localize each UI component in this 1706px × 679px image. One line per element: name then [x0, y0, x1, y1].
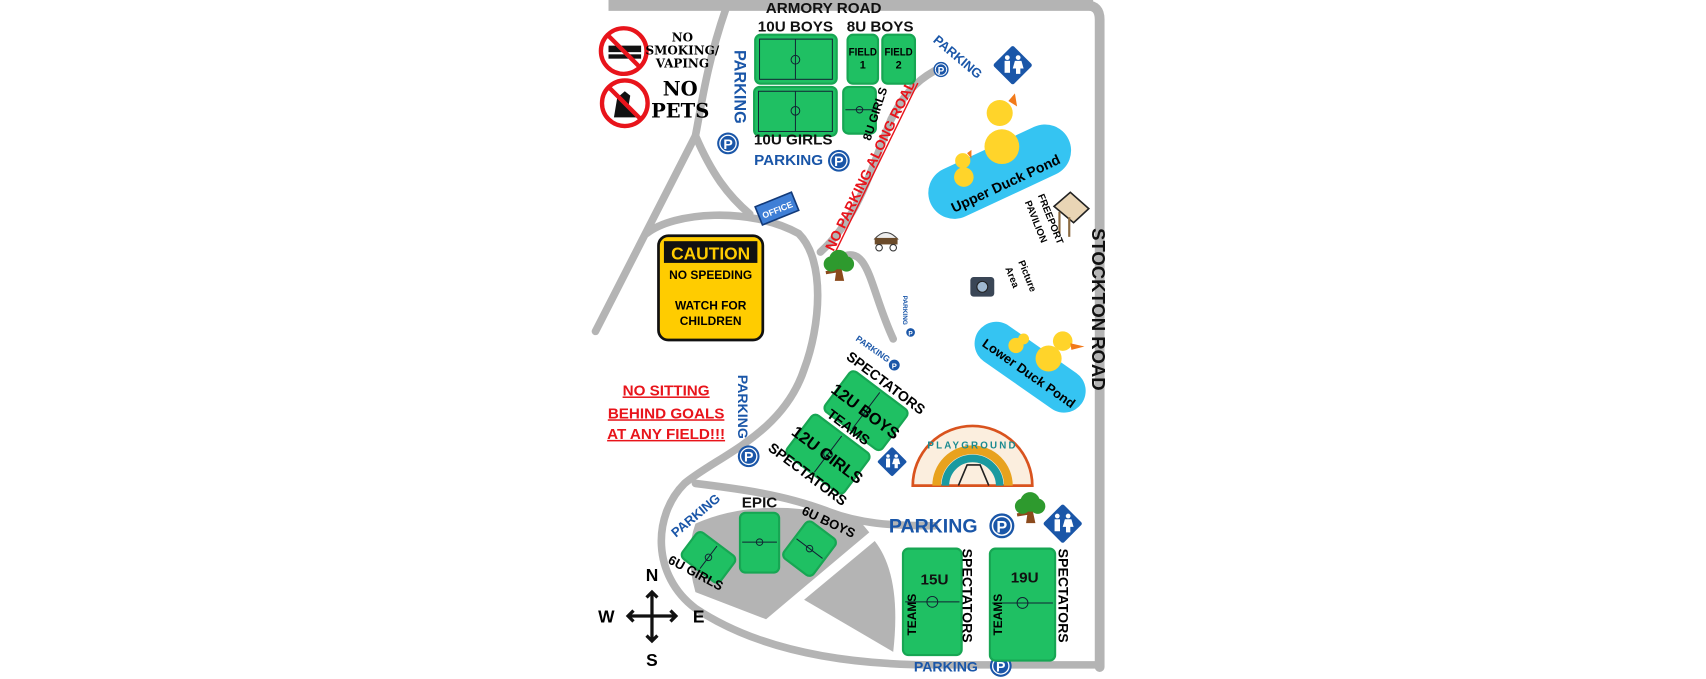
caution-sign: CAUTION NO SPEEDING WATCH FOR CHILDREN: [657, 234, 765, 342]
svg-text:Picture: Picture: [1015, 259, 1038, 294]
svg-text:PARKING: PARKING: [914, 658, 978, 674]
svg-text:TEAMS: TEAMS: [991, 594, 1005, 636]
svg-text:NO: NO: [672, 30, 693, 44]
ball-field-2: [804, 541, 896, 652]
lower-duck-pond: Lower Duck Pond: [974, 321, 1086, 413]
restroom-icon: [992, 45, 1033, 86]
svg-text:PETS: PETS: [651, 99, 709, 122]
parking-1: PARKING P: [716, 50, 749, 155]
picture-area-label: Picture Area: [1002, 259, 1038, 294]
svg-text:P: P: [834, 153, 843, 169]
armory-road-label: ARMORY ROAD: [766, 0, 882, 17]
svg-text:P: P: [744, 449, 753, 465]
parking-6: PARKING P: [735, 375, 761, 468]
svg-text:10U BOYS: 10U BOYS: [758, 19, 833, 36]
svg-text:N: N: [646, 565, 659, 585]
duck-icon: [984, 129, 1020, 165]
svg-text:P: P: [938, 66, 945, 77]
field-8u-boys-1: FIELD 1: [846, 33, 880, 85]
field-6u-boys: [782, 520, 837, 577]
no-smoking-sign: NO SMOKING/ VAPING: [598, 26, 720, 77]
svg-text:2: 2: [896, 59, 902, 71]
spectators-15u: SPECTATORS: [960, 549, 976, 643]
field-15u: 15U TEAMS: [901, 547, 963, 657]
svg-text:PARKING: PARKING: [731, 50, 749, 124]
svg-text:PARKING: PARKING: [889, 515, 978, 537]
field-epic: EPIC: [738, 494, 781, 574]
office-sign-icon: OFFICE: [754, 191, 800, 227]
parking-4: PARKING P: [901, 296, 915, 338]
compass-rose: N S W E: [598, 565, 704, 670]
pavilion-icon: [1052, 191, 1091, 237]
no-sitting-warning: NO SITTING BEHIND GOALS AT ANY FIELD!!!: [607, 382, 725, 442]
svg-text:NO: NO: [663, 78, 698, 101]
tree-icon: [1013, 490, 1047, 524]
parking-8: PARKING P: [889, 512, 1016, 540]
svg-text:CHILDREN: CHILDREN: [680, 314, 742, 328]
svg-text:CAUTION: CAUTION: [671, 244, 750, 264]
svg-text:10U GIRLS: 10U GIRLS: [754, 131, 833, 148]
stockton-road: [1081, 0, 1105, 672]
parking-3: PARKING P: [930, 32, 985, 81]
armory-road: [608, 0, 1094, 11]
duck-icon: [954, 167, 974, 187]
label-8u-boys: 8U BOYS: [847, 19, 914, 36]
svg-text:P: P: [892, 361, 897, 370]
no-pets-sign: NO PETS: [599, 78, 709, 129]
svg-text:P: P: [996, 518, 1007, 536]
svg-text:P: P: [908, 331, 913, 338]
svg-text:PLAYGROUND: PLAYGROUND: [927, 441, 1017, 452]
wagon-icon: [873, 231, 899, 252]
spectators-19u: SPECTATORS: [1055, 549, 1071, 643]
svg-text:TEAMS: TEAMS: [905, 594, 919, 636]
svg-text:EPIC: EPIC: [742, 494, 778, 511]
svg-text:BEHIND GOALS: BEHIND GOALS: [608, 405, 725, 422]
svg-text:SMOKING/: SMOKING/: [646, 43, 720, 57]
svg-text:PARKING: PARKING: [735, 375, 751, 439]
restroom-icon: [1042, 503, 1083, 544]
svg-text:NO SPEEDING: NO SPEEDING: [669, 268, 752, 282]
svg-text:E: E: [693, 607, 705, 627]
stockton-road-label: STOCKTON ROAD: [1088, 228, 1109, 390]
playground-icon: PLAYGROUND: [911, 424, 1034, 487]
field-10u-boys: 10U BOYS: [754, 19, 838, 85]
svg-text:NO SITTING: NO SITTING: [623, 382, 710, 399]
svg-text:S: S: [646, 650, 658, 670]
svg-text:AT ANY FIELD!!!: AT ANY FIELD!!!: [607, 426, 725, 443]
svg-text:19U: 19U: [1011, 569, 1039, 586]
svg-text:VAPING: VAPING: [655, 56, 709, 70]
svg-text:FIELD: FIELD: [885, 46, 913, 58]
svg-text:PARKING: PARKING: [754, 152, 823, 169]
svg-text:1: 1: [860, 59, 866, 71]
camera-icon: [970, 277, 995, 297]
svg-text:15U: 15U: [921, 571, 949, 588]
parking-2: PARKING P: [754, 149, 851, 173]
field-6u-girls: [680, 531, 737, 584]
restroom-icon: [877, 446, 908, 477]
field-19u: 19U TEAMS: [988, 547, 1057, 662]
svg-text:P: P: [996, 658, 1005, 674]
parking-9: PARKING P: [914, 654, 1013, 678]
svg-text:P: P: [723, 136, 732, 152]
svg-text:FIELD: FIELD: [849, 46, 877, 58]
field-10u-girls: 10U GIRLS: [753, 85, 838, 148]
svg-text:W: W: [598, 607, 615, 627]
duck-icon: [1035, 345, 1062, 372]
roads: [591, 0, 1105, 672]
svg-text:PARKING: PARKING: [901, 296, 908, 325]
svg-text:WATCH FOR: WATCH FOR: [675, 299, 747, 313]
field-8u-boys-2: FIELD 2: [881, 33, 917, 85]
